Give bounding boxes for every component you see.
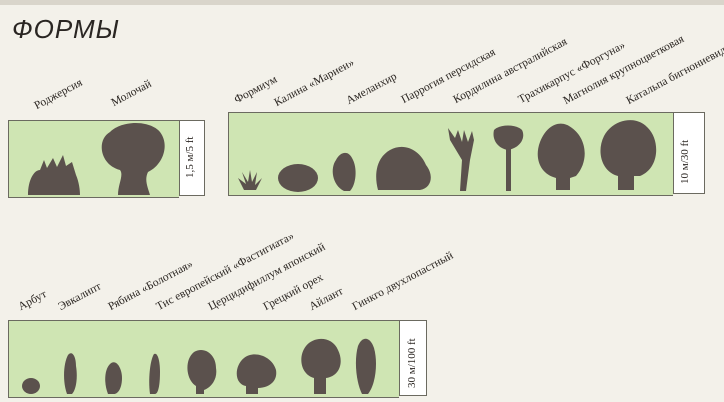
phormium-silhouette [238, 170, 262, 190]
trachycarpus-silhouette [494, 126, 524, 192]
rodgersia-silhouette [28, 155, 80, 195]
amelanchier-silhouette [333, 153, 356, 191]
cordyline-silhouette [448, 128, 474, 191]
sorbus-silhouette [105, 362, 122, 394]
parrotia-silhouette [376, 147, 431, 190]
cercidiphyllum-silhouette [187, 350, 216, 394]
ginkgo-silhouette [356, 339, 376, 394]
taxus-silhouette [149, 354, 160, 394]
juglans-silhouette [237, 354, 277, 394]
arbutus-silhouette [22, 378, 40, 394]
viburnum-silhouette [278, 164, 318, 192]
ailanthus-silhouette [301, 339, 340, 394]
magnolia-silhouette [538, 124, 585, 190]
euphorbia-silhouette [102, 123, 165, 195]
eucalyptus-silhouette [64, 353, 77, 394]
catalpa-silhouette [600, 120, 656, 190]
